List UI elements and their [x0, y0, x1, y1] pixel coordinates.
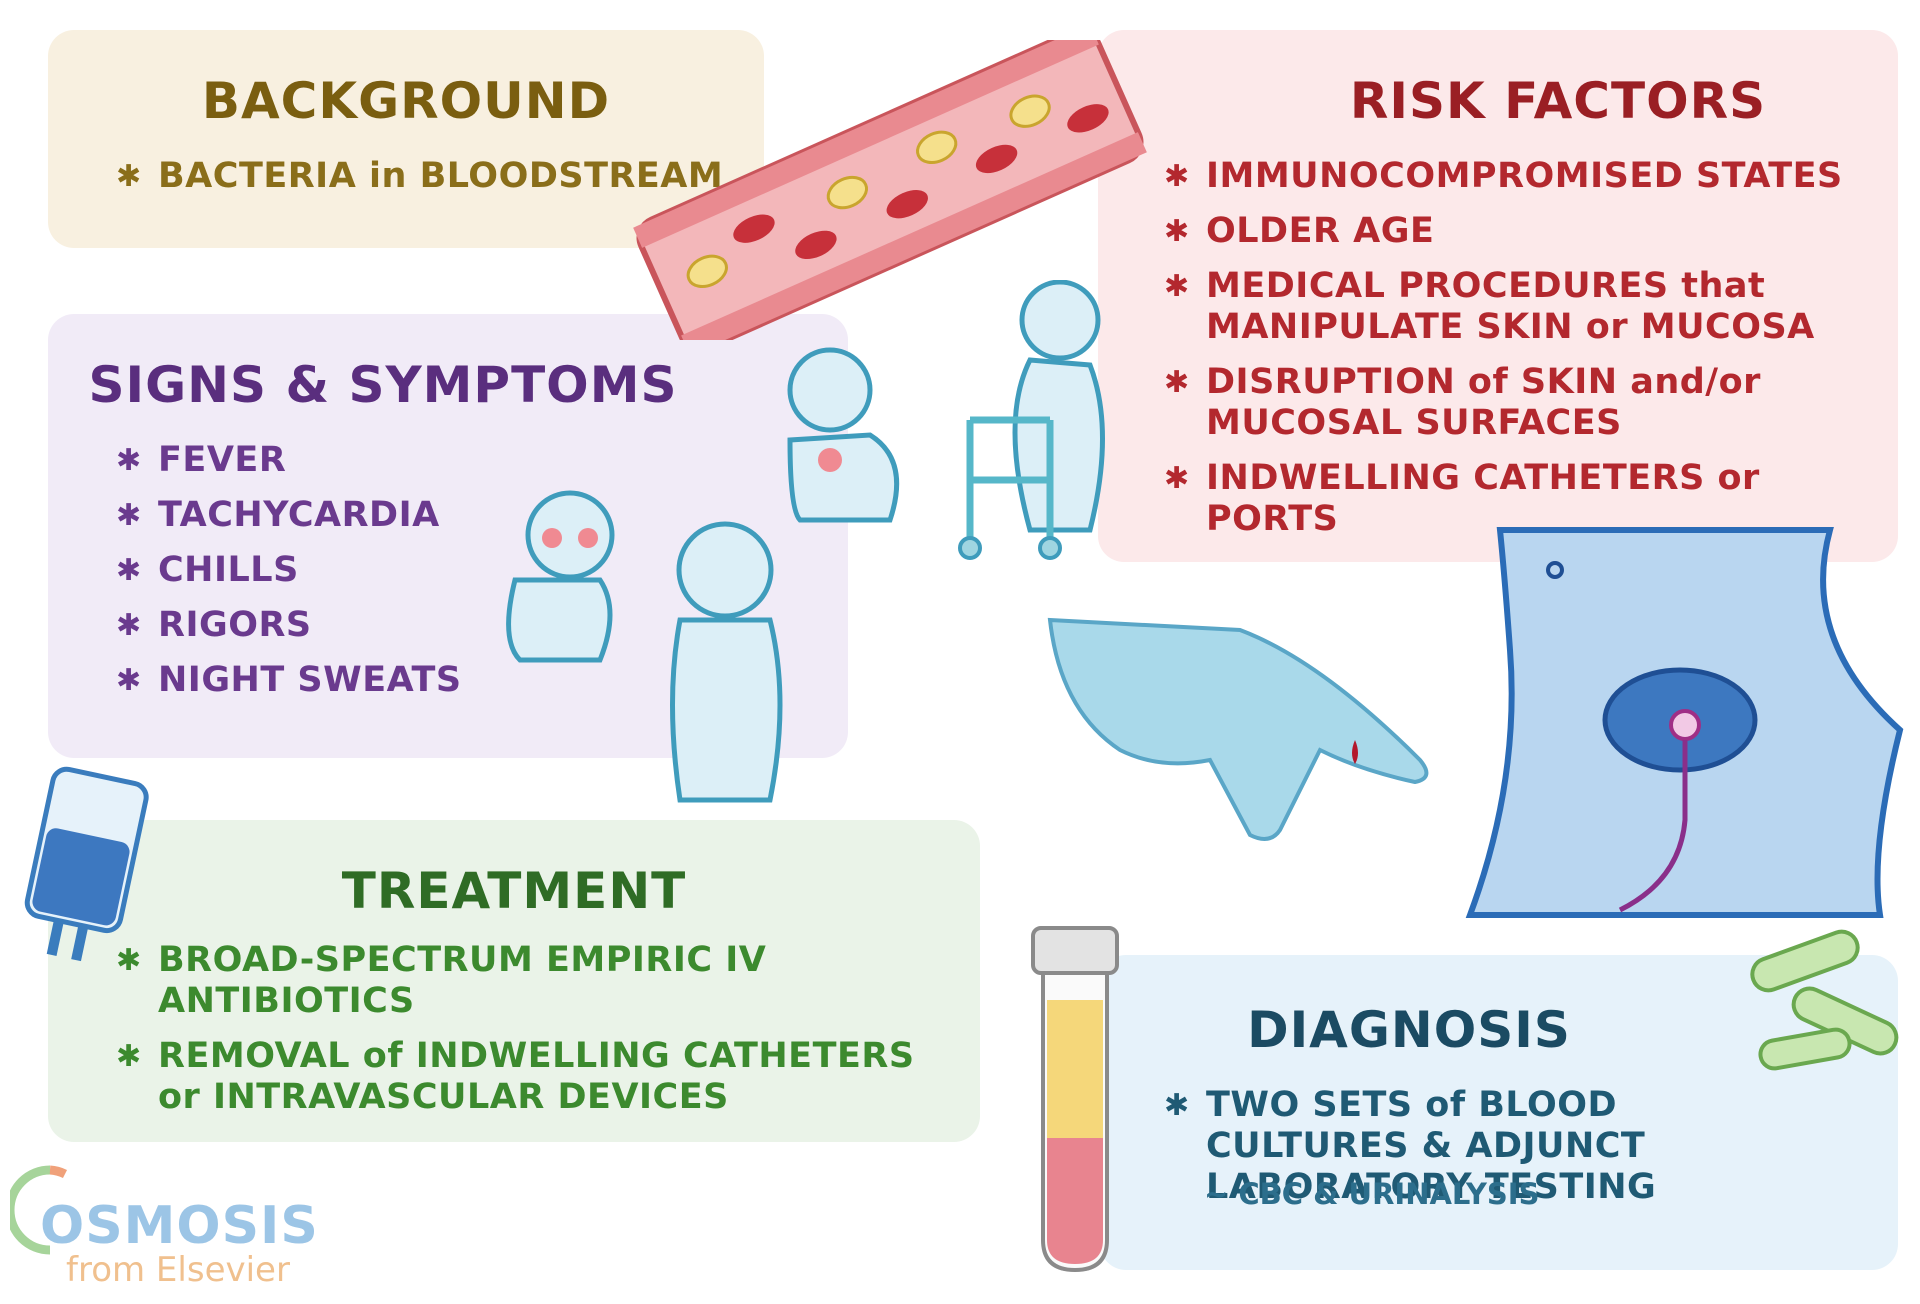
diagnosis-list: ✱TWO SETS of BLOOD CULTURES & ADJUNCT LA… [1164, 1085, 1824, 1222]
list-item: ✱TACHYCARDIA [116, 495, 440, 535]
list-item: ✱DISRUPTION of SKIN and/or MUCOSAL SURFA… [1164, 362, 1761, 443]
bullet-icon: ✱ [116, 553, 142, 588]
list-item: ✱REMOVAL of INDWELLING CATHETERS or INTR… [116, 1036, 915, 1117]
list-item: ✱OLDER AGE [1164, 211, 1435, 251]
bullet-icon: ✱ [1164, 269, 1190, 304]
bacteria-illustration [1750, 929, 1899, 1071]
bullet-icon: ✱ [1164, 1088, 1190, 1123]
blood-vessel-illustration [633, 40, 1147, 340]
bullet-icon: ✱ [1164, 159, 1190, 194]
torso-catheter-illustration [1465, 527, 1904, 918]
list-item: ✱BROAD-SPECTRUM EMPIRIC IV ANTIBIOTICS [116, 940, 767, 1021]
list-item: ✱TWO SETS of BLOOD CULTURES & ADJUNCT LA… [1164, 1085, 1657, 1207]
blood-tube-illustration [1031, 926, 1119, 1273]
bullet-icon: ✱ [116, 1039, 142, 1074]
risk-title: RISK FACTORS [1349, 72, 1767, 130]
list-item: ✱CHILLS [116, 550, 299, 590]
list-item: ✱RIGORS [116, 605, 312, 645]
risk-factors-panel: RISK FACTORS ✱IMMUNOCOMPROMISED STATES ✱… [1098, 30, 1898, 562]
diagnosis-panel: DIAGNOSIS ✱TWO SETS of BLOOD CULTURES & … [1100, 955, 1898, 1270]
osmosis-logo-icon [10, 1165, 68, 1255]
bullet-icon: ✱ [116, 443, 142, 478]
background-panel: BACKGROUND ✱BACTERIA in BLOODSTREAM [48, 30, 764, 248]
bullet-icon: ✱ [116, 608, 142, 643]
list-item: ✱BACTERIA in BLOODSTREAM [116, 156, 724, 196]
iv-bag-illustration [24, 766, 149, 962]
bullet-icon: ✱ [116, 498, 142, 533]
bullet-icon: ✱ [1164, 365, 1190, 400]
gloved-hand-illustration [1047, 617, 1429, 841]
signs-list: ✱FEVER ✱TACHYCARDIA ✱CHILLS ✱RIGORS ✱NIG… [116, 440, 462, 715]
list-item: ✱FEVER [116, 440, 287, 480]
bullet-icon: ✱ [116, 663, 142, 698]
background-list: ✱BACTERIA in BLOODSTREAM [116, 156, 723, 211]
sick-figures-illustration [506, 347, 900, 803]
diagnosis-title: DIAGNOSIS [1247, 1001, 1571, 1059]
signs-title: SIGNS & SYMPTOMS [88, 356, 678, 414]
list-item: ✱IMMUNOCOMPROMISED STATES [1164, 156, 1843, 196]
bullet-icon: ✱ [116, 159, 142, 194]
list-item: ✱NIGHT SWEATS [116, 660, 462, 700]
treatment-title: TREATMENT [341, 862, 687, 920]
background-title: BACKGROUND [201, 72, 611, 130]
risk-list: ✱IMMUNOCOMPROMISED STATES ✱OLDER AGE ✱ME… [1164, 156, 1854, 554]
logo-subtitle: from Elsevier [66, 1250, 290, 1290]
logo-wordmark: OSMOSIS [40, 1196, 319, 1256]
diagnosis-sub-item: ~ CBC & URINALYSIS [1204, 1177, 1540, 1211]
elderly-walker-illustration [958, 280, 1105, 560]
list-item: ✱INDWELLING CATHETERS or PORTS [1164, 458, 1760, 539]
bullet-icon: ✱ [1164, 214, 1190, 249]
treatment-panel: TREATMENT ✱BROAD-SPECTRUM EMPIRIC IV ANT… [48, 820, 980, 1142]
treatment-list: ✱BROAD-SPECTRUM EMPIRIC IV ANTIBIOTICS ✱… [116, 940, 916, 1132]
list-item: ✱MEDICAL PROCEDURES that MANIPULATE SKIN… [1164, 266, 1815, 347]
bullet-icon: ✱ [116, 943, 142, 978]
bullet-icon: ✱ [1164, 461, 1190, 496]
